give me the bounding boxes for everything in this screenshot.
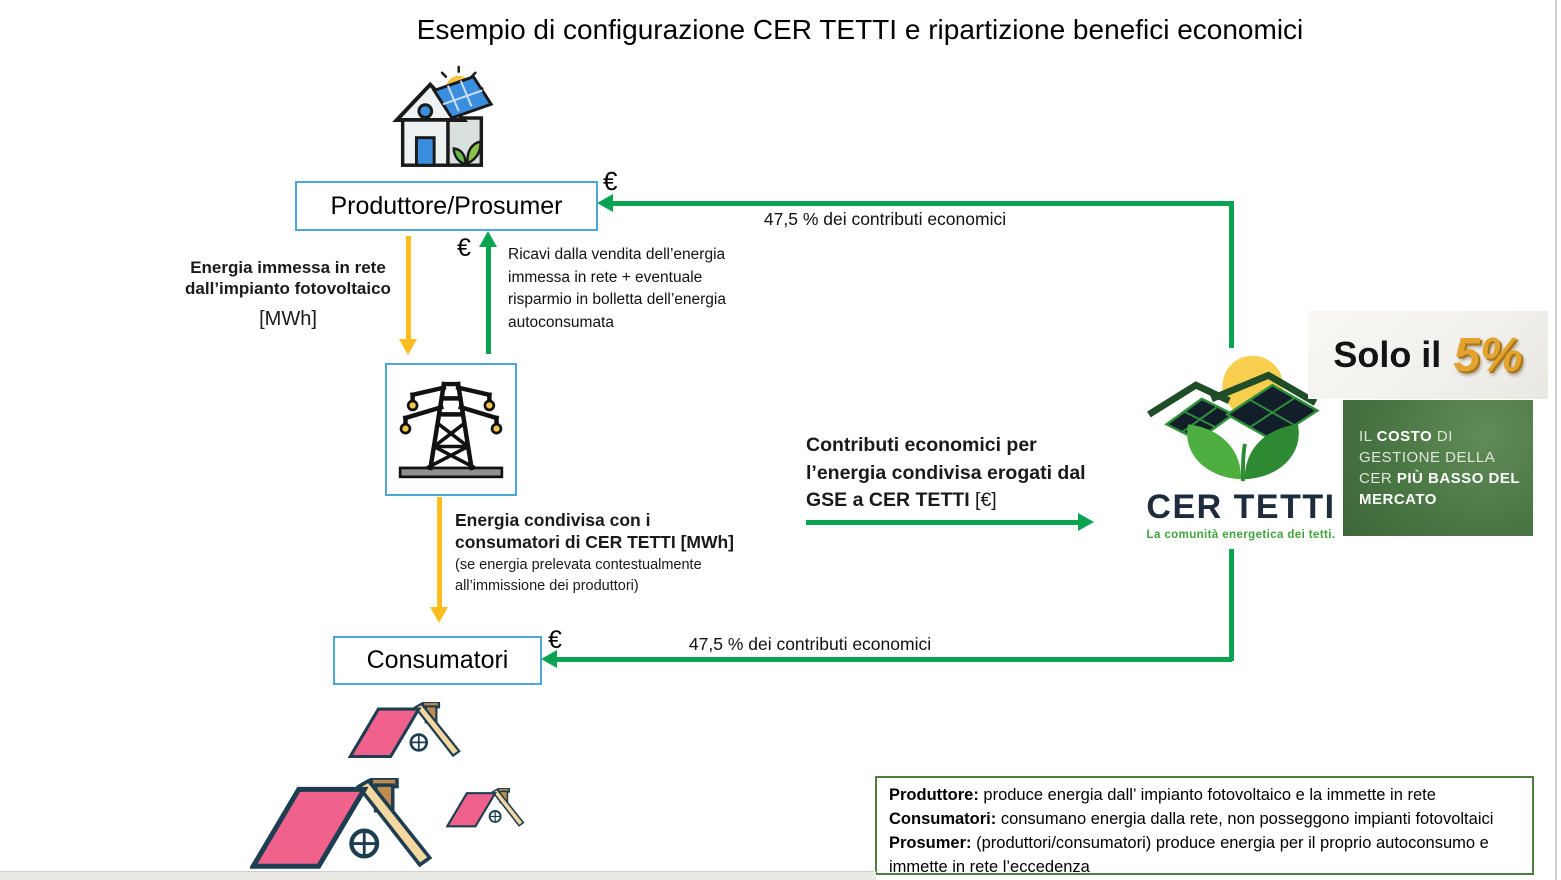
contribution-arrow-bottom-head — [541, 650, 557, 668]
energy-feed-unit: [MWh] — [259, 308, 317, 330]
contribution-arrow-bottom-label: 47,5 % dei contributi economici — [688, 634, 932, 654]
card-seg-2: DI GESTIONE DELLA CER — [1359, 428, 1495, 487]
gse-arrow-head — [1078, 513, 1094, 531]
card-seg-0: IL — [1359, 428, 1377, 445]
roof-house-icon — [347, 700, 472, 765]
definition-line: Consumatori: consumano energia dalla ret… — [889, 807, 1520, 831]
definition-line: Prosumer: (produttori/consumatori) produ… — [889, 831, 1520, 879]
energy-feed-label: Energia immessa in rete dall’impianto fo… — [185, 258, 391, 298]
producer-box: Produttore/Prosumer — [295, 181, 598, 231]
contribution-arrow-bottom — [555, 657, 1232, 662]
roof-house-icon — [445, 787, 532, 834]
definition-text: consumano energia dalla rete, non posseg… — [996, 810, 1494, 828]
management-cost-card: IL COSTO DI GESTIONE DELLA CER PIÙ BASSO… — [1343, 400, 1533, 536]
slide-title: Esempio di configurazione CER TETTI e ri… — [416, 14, 1304, 45]
contribution-line-right-upper — [1229, 201, 1234, 348]
definition-term: Produttore: — [889, 786, 979, 804]
revenue-label: Ricavi dalla vendita dell’energia immess… — [508, 246, 726, 331]
management-cost-text: IL COSTO DI GESTIONE DELLA CER PIÙ BASSO… — [1359, 426, 1523, 510]
card-seg-1: COSTO — [1376, 428, 1433, 445]
euro-symbol-revenue: € — [457, 234, 471, 262]
producer-label: Produttore/Prosumer — [330, 191, 563, 220]
card-seg-3: PIÙ BASSO DEL MERCATO — [1359, 470, 1520, 508]
logo-tagline: La comunità energetica dei tetti. — [1146, 529, 1336, 541]
bottom-edge-strip — [0, 871, 876, 880]
consumers-box: Consumatori — [333, 636, 542, 685]
shared-energy-label-group: Energia condivisa con i consumatori di C… — [455, 509, 757, 597]
revenue-arrow-head — [479, 231, 497, 247]
definition-line: Produttore: produce energia dall’ impian… — [889, 783, 1520, 807]
shared-energy-label: Energia condivisa con i consumatori di C… — [455, 510, 735, 552]
contribution-arrow-top — [611, 201, 1234, 206]
shared-energy-arrow — [437, 497, 442, 609]
contribution-arrow-top-label: 47,5 % dei contributi economici — [763, 209, 1007, 229]
right-edge-line — [1555, 0, 1557, 880]
logo-graphic — [1147, 355, 1320, 482]
pylon-box — [385, 363, 517, 496]
energy-feed-label-group: Energia immessa in rete dall’impianto fo… — [172, 257, 404, 331]
badge-value: 5% — [1453, 328, 1523, 382]
revenue-arrow — [486, 246, 491, 354]
definitions-box: Produttore: produce energia dall’ impian… — [875, 776, 1534, 876]
gse-contribution-label-group: Contributi economici per l’energia condi… — [806, 432, 1102, 515]
definition-text: produce energia dall’ impianto fotovolta… — [978, 786, 1436, 804]
energy-feed-arrow — [406, 236, 411, 341]
roof-house-icon — [248, 776, 450, 877]
cer-tetti-logo: CER TETTI La comunità energetica dei tet… — [1143, 342, 1339, 541]
gse-contribution-label: Contributi economici per l’energia condi… — [806, 434, 1086, 511]
definition-text: (produttori/consumatori) produce energia… — [889, 834, 1489, 876]
definition-term: Consumatori: — [889, 810, 997, 828]
five-percent-badge: Solo il 5% — [1308, 311, 1548, 399]
energy-feed-arrow-head — [399, 339, 417, 355]
definition-term: Prosumer: — [889, 834, 972, 852]
shared-energy-note: (se energia prelevata contestualmente al… — [455, 557, 702, 594]
shared-energy-arrow-head — [430, 607, 448, 623]
producer-house-icon — [383, 64, 501, 176]
euro-symbol-top: € — [603, 166, 618, 196]
gse-arrow — [806, 520, 1078, 525]
logo-name: CER TETTI — [1146, 488, 1336, 526]
gse-contribution-unit: [€] — [975, 489, 997, 511]
badge-prefix: Solo il — [1333, 334, 1442, 375]
euro-symbol-bottom: € — [548, 626, 562, 654]
contribution-arrow-top-head — [597, 194, 613, 212]
pylon-icon — [393, 368, 509, 491]
contribution-line-right-lower — [1229, 549, 1234, 661]
consumers-label: Consumatori — [366, 646, 509, 674]
